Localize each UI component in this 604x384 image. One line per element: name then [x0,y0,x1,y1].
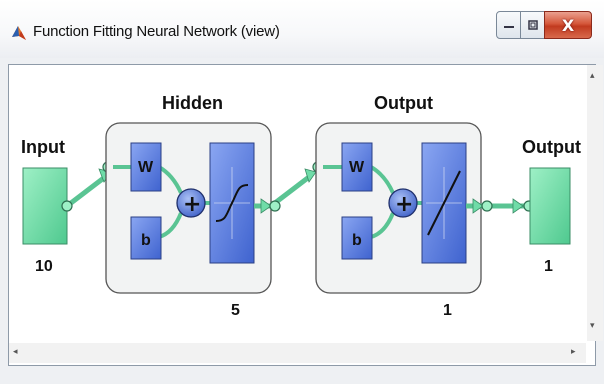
minimize-button[interactable] [496,11,521,39]
output-layer-size: 1 [443,302,452,319]
output-weight-block[interactable] [341,142,373,192]
hidden-bias-label: b [141,232,151,249]
hidden-bias-block[interactable] [130,216,162,260]
hidden-sum-node[interactable] [176,188,206,218]
scroll-left-icon[interactable]: ◂ [13,347,18,357]
scroll-up-icon[interactable]: ▴ [590,71,595,81]
output-bias-block[interactable] [341,216,373,260]
arrowhead-output-1 [472,198,484,214]
window-controls: X [496,11,592,41]
network-diagram: Input 10 Hidden W b + 5 Output [21,93,581,319]
purelin-line-icon [427,170,461,236]
output-layer-label: Output [374,93,433,113]
maximize-icon [527,20,538,30]
output-label: Output [522,137,581,157]
tansig-curve-icon [215,184,249,222]
input-block[interactable] [22,167,68,245]
minimize-icon [503,26,514,28]
input-node [61,200,73,212]
close-button[interactable]: X [544,11,592,39]
hidden-label: Hidden [162,93,223,113]
hidden-weight-label: W [138,159,154,176]
output-sum-sign: + [395,192,413,217]
input-size: 10 [35,258,53,275]
output-bias-label: b [352,232,362,249]
window-title: Function Fitting Neural Network (view) [33,23,280,40]
output-out-node [481,200,493,212]
hidden-size: 5 [231,302,240,319]
output-block[interactable] [529,167,571,245]
horizontal-scrollbar[interactable]: ◂ ▸ [9,343,586,363]
output-weight-label: W [349,159,365,176]
input-label: Input [21,137,65,157]
arrowhead-hidden [260,198,272,214]
close-icon: X [561,15,575,35]
scroll-right-icon[interactable]: ▸ [571,347,576,357]
scroll-down-icon[interactable]: ▾ [590,321,595,331]
output-bias-line [370,212,395,239]
maximize-button[interactable] [520,11,545,39]
arrowhead-hidden-2 [304,168,317,183]
output-sum-node[interactable] [388,188,418,218]
output-size: 1 [544,258,553,275]
title-bar[interactable]: Function Fitting Neural Network (view) X [0,0,604,58]
vertical-scrollbar[interactable]: ▴ ▾ [587,65,603,341]
hidden-weight-block[interactable] [130,142,162,192]
connector-input-hidden [65,175,107,208]
hidden-sum-sign: + [183,192,201,217]
matlab-logo-icon [12,26,26,40]
hidden-out-node [269,200,281,212]
arrowhead-output-2 [512,198,524,214]
